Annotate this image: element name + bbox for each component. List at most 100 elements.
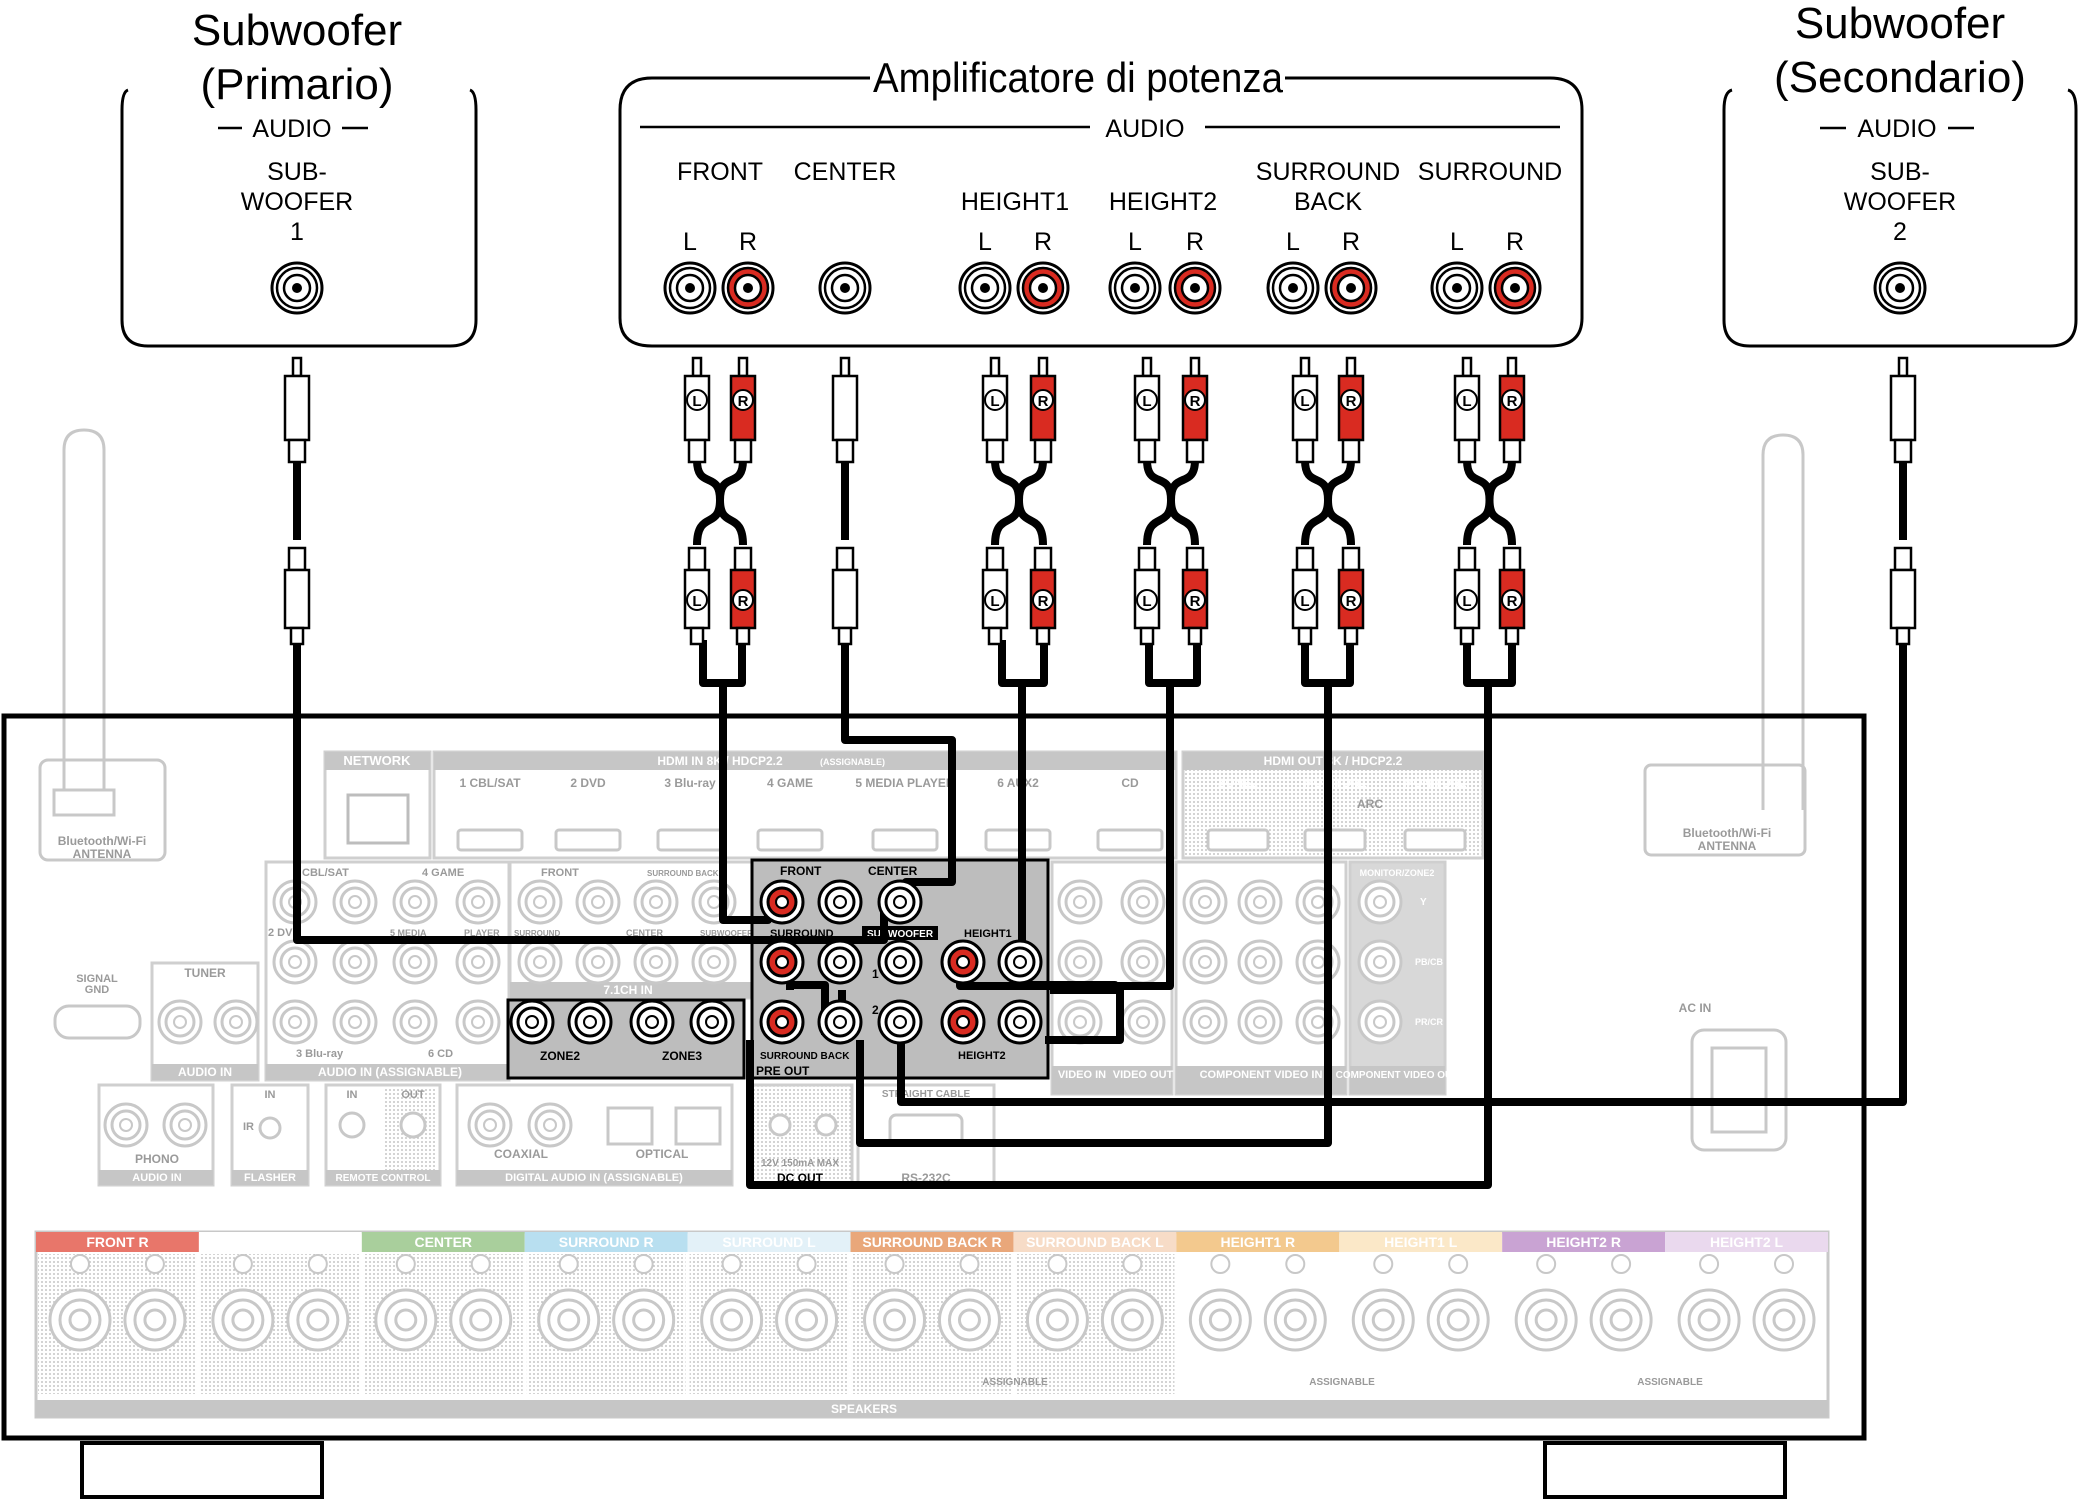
receiver-chassis	[1, 713, 1867, 1441]
speaker-header-4	[687, 1232, 851, 1252]
pb-label: PB/CB	[1415, 957, 1444, 967]
component-out-label: COMPONENT VIDEO OUT	[1336, 1070, 1459, 1081]
plug-sb-l-bottom-letter: L	[1300, 593, 1309, 610]
speaker-post-8-0	[1351, 1254, 1415, 1352]
plug-front-r-bottom: R	[729, 546, 757, 646]
plug-height1-r-top: R	[1029, 356, 1057, 464]
speaker-post-6-1	[1100, 1254, 1164, 1352]
video-jack-10	[1237, 939, 1283, 985]
video-jack-11	[1237, 999, 1283, 1045]
coaxial-label: COAXIAL	[494, 1147, 548, 1161]
plug-surround-l-top-letter: L	[1462, 393, 1471, 410]
hdmi-out-port-2	[1403, 828, 1467, 852]
plug-height2-r-top-letter: R	[1190, 393, 1201, 410]
plug-sb-r-bottom: R	[1337, 546, 1365, 646]
audio-in-jack-9	[332, 999, 378, 1045]
hdmi-in-port-6	[1096, 828, 1164, 852]
amp-surround-r-jack	[1488, 261, 1542, 315]
plug-surround-l-bottom: L	[1453, 546, 1481, 646]
amp-sb-r-jack	[1324, 261, 1378, 315]
speaker-post-3-1	[612, 1254, 676, 1352]
dc-spec-label: 12V 150mA MAX	[761, 1158, 839, 1169]
straight-cable-label: STRAIGHT CABLE	[882, 1089, 971, 1100]
plug-front-l-bottom: L	[683, 546, 711, 646]
plug-height2-l-top-letter: L	[1142, 393, 1151, 410]
hdmi-out-port-label-1: MONITOR1	[1303, 776, 1366, 790]
preout-height1-label: HEIGHT1	[964, 928, 1012, 940]
ch-front-label: FRONT	[541, 867, 579, 879]
speaker-header-7	[1176, 1232, 1340, 1252]
flasher-in-label: IN	[265, 1089, 276, 1101]
power-amplifier-audio-label: AUDIO	[1105, 115, 1184, 143]
speaker-label-9: HEIGHT2 R	[1546, 1234, 1621, 1250]
video-jack-15	[1357, 879, 1403, 925]
power-amplifier: Amplificatore di potenza AUDIO FRONT CEN…	[618, 54, 1584, 348]
ch-center-label: CENTER	[626, 928, 664, 938]
y-label: Y	[1420, 897, 1427, 908]
speaker-post-7-1	[1263, 1254, 1327, 1352]
plug-height2-r-bottom-letter: R	[1190, 593, 1201, 610]
speaker-label-6: SURROUND BACK L	[1026, 1234, 1164, 1250]
plug-sb-l-bottom: L	[1291, 546, 1319, 646]
subwoofer-secondary-audio-label: AUDIO	[1857, 115, 1936, 143]
ch71-in-jack-0	[517, 879, 563, 925]
hdmi-in-port-label-2: 3 Blu-ray	[664, 776, 716, 790]
optical-jack-1	[606, 1106, 654, 1146]
phono-label: PHONO	[135, 1152, 179, 1166]
flasher-jack	[258, 1116, 282, 1140]
speaker-post-9-1	[1589, 1254, 1653, 1352]
power-amplifier-box	[618, 76, 1584, 348]
ch71-in-jack-4	[517, 939, 563, 985]
preout-height2-l-jack	[997, 999, 1043, 1045]
plug-height2-r-top: R	[1181, 356, 1209, 464]
zone3-label: ZONE3	[662, 1049, 702, 1063]
video-jack-8	[1182, 999, 1228, 1045]
speaker-label-0: FRONT R	[86, 1234, 148, 1250]
pr-label: PR/CR	[1415, 1017, 1444, 1027]
amp-right-label-1: R	[739, 228, 757, 256]
arc-label: ARC	[1357, 797, 1383, 811]
speaker-post-8-1	[1426, 1254, 1490, 1352]
video-jack-7	[1182, 939, 1228, 985]
hdmi-out-port-0	[1206, 828, 1270, 852]
plug-surround-l-top: L	[1453, 356, 1481, 464]
amp-left-label-4: L	[1128, 228, 1142, 256]
speakers-label: SPEAKERS	[831, 1402, 897, 1416]
hdmi-out-port-label-0: ZONE2	[1218, 776, 1258, 790]
hdmi-out-port-1	[1303, 828, 1367, 852]
amp-center-jack	[818, 261, 872, 315]
amp-surround-back-label1: SURROUND	[1256, 158, 1400, 186]
plug-sb-l-top-letter: L	[1300, 393, 1309, 410]
ir-label: IR	[243, 1121, 254, 1133]
pre-out-jacks	[759, 879, 1043, 1045]
tuner-jack-l	[213, 999, 259, 1045]
preout-subwoofer1-jack	[877, 939, 923, 985]
video-in-label: VIDEO IN	[1058, 1069, 1106, 1081]
plug-height2-r-bottom: R	[1181, 546, 1209, 646]
preout-height1-l-jack	[997, 939, 1043, 985]
ch-surround-label: SURROUND	[514, 929, 560, 938]
preout-sb-l-jack	[817, 999, 863, 1045]
zone-jack-0	[509, 999, 555, 1045]
hdmi-in-port-label-0: 1 CBL/SAT	[459, 776, 521, 790]
cable-subwoofer2	[897, 640, 1907, 1106]
coaxial-jack-2	[527, 1102, 573, 1148]
game-label: 4 GAME	[422, 867, 464, 879]
speaker-post-5-0	[863, 1254, 927, 1352]
plug-sub1-bottom	[283, 546, 311, 646]
plug-surround-r-top: R	[1498, 356, 1526, 464]
preout-surround-l-jack	[817, 939, 863, 985]
signal-gnd-label2: GND	[85, 984, 110, 996]
audio-in-assign-label: AUDIO IN (ASSIGNABLE)	[318, 1065, 462, 1079]
speaker-header-8	[1339, 1232, 1503, 1252]
antenna-left-label2: ANTENNA	[73, 847, 132, 861]
tuner-label: TUNER	[184, 966, 226, 980]
dvd-label: 2 DVD	[268, 927, 300, 939]
cable-surround	[746, 640, 1492, 1189]
cable-surround-split	[1463, 459, 1516, 546]
cable-routing	[293, 640, 1907, 1189]
cable-height2-split	[1143, 459, 1199, 546]
subwoofer-primary-jack-label2: WOOFER	[241, 188, 354, 216]
